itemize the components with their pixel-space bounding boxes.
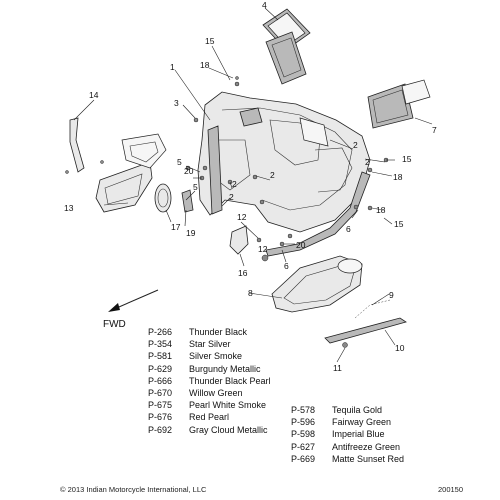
callout-13: 13 [64,203,74,213]
part-speaker-cover-right [367,79,431,129]
leader-lines [73,7,433,363]
part-lower-trim [229,225,249,255]
color-code: P-675 [148,400,173,411]
color-row: P-578 Tequila Gold [291,404,404,416]
color-name: Willow Green [189,388,243,399]
forward-direction-arrow: FWD [103,289,159,330]
callout-15c: 15 [394,219,404,229]
callout-19: 19 [186,228,196,238]
callout-18: 18 [200,60,210,70]
color-name: Thunder Black [189,327,248,337]
color-name: Burgundy Metallic [189,363,261,374]
callout-16: 16 [238,268,248,278]
callout-5b: 5 [193,182,198,192]
color-name: Matte Sunset Red [332,453,405,464]
color-name: Tequila Gold [332,405,383,415]
callout-1: 1 [170,62,175,72]
callout-18b: 18 [393,172,403,182]
color-code-table-left: P-266 Thunder Black P-354 Star Silver P-58… [148,326,271,436]
color-name: Thunder Black Pearl [189,375,271,386]
color-row: P-629 Burgundy Metallic [148,363,271,375]
fwd-label: FWD [103,319,126,330]
color-code: P-596 [291,417,316,428]
part-lower-glovebox [271,255,363,313]
color-code: P-627 [291,441,316,452]
callout-15b: 15 [402,154,412,164]
color-name: Star Silver [189,339,231,350]
color-code: P-629 [148,363,173,374]
part-left-speaker [154,183,194,213]
part-left-lower-panel [95,133,167,213]
callout-4: 4 [262,0,267,10]
part-lock-cable [354,299,391,319]
color-code: P-598 [291,429,316,440]
callout-9: 10 [395,343,405,353]
callout-7: 7 [432,125,437,135]
callout-10: 11 [333,363,342,373]
callout-14: 14 [89,90,99,100]
color-row: P-676 Red Pearl [148,411,271,423]
color-row: P-598 Imperial Blue [291,428,404,440]
callout-8: 9 [389,290,394,300]
callout-5c: 6 [284,261,289,271]
color-row: P-675 Pearl White Smoke [148,399,271,411]
color-row: P-581 Silver Smoke [148,350,271,362]
color-name: Antifreeze Green [332,441,401,452]
color-name: Gray Cloud Metallic [189,424,268,435]
part-inner-fairing [197,91,371,233]
part-lock-rod [324,317,407,344]
color-code: P-692 [148,424,173,435]
callout-6: 6 [346,224,351,234]
callout-17: 17 [171,222,181,232]
callout-5: 5 [177,157,182,167]
callout-11: 8 [248,288,253,298]
color-code: P-676 [148,412,173,423]
color-name: Fairway Green [332,417,392,428]
part-trim-strip [265,171,371,257]
callout-18c: 18 [376,205,386,215]
callout-labels: 4 15 1 18 3 14 7 2 2 15 18 5 20 2 2 2 13… [64,0,437,373]
callout-20b: 20 [296,240,306,250]
color-row: P-669 Matte Sunset Red [291,453,404,465]
color-name: Red Pearl [189,412,230,423]
callout-2: 2 [353,140,358,150]
color-code: P-354 [148,339,173,350]
callout-15: 15 [205,36,215,46]
copyright-notice: © 2013 Indian Motorcycle International, … [60,485,207,494]
callout-2d: 2 [232,179,237,189]
figure-number: 200150 [438,485,464,494]
color-code: P-669 [291,453,316,464]
callout-12b: 12 [258,244,268,254]
color-code: P-581 [148,351,173,362]
color-name: Imperial Blue [332,429,385,440]
color-name: Silver Smoke [189,351,243,362]
callout-3: 3 [174,98,179,108]
color-row: P-596 Fairway Green [291,416,404,428]
color-row: P-266 Thunder Black [148,326,271,338]
callout-2b: 2 [365,157,370,167]
color-row: P-670 Willow Green [148,387,271,399]
color-row: P-692 Gray Cloud Metallic [148,424,271,436]
color-code: P-266 [148,327,173,337]
color-code-table-right: P-578 Tequila Gold P-596 Fairway Green P-5… [291,404,404,465]
color-row: P-666 Thunder Black Pearl [148,375,271,387]
color-code: P-578 [291,405,316,415]
color-name: Pearl White Smoke [189,400,267,411]
callout-2c: 2 [270,170,275,180]
callout-12: 12 [237,212,247,222]
callout-20: 20 [184,166,194,176]
color-row: P-627 Antifreeze Green [291,441,404,453]
part-speaker-cover-upper [262,8,311,85]
color-row: P-354 Star Silver [148,338,271,350]
color-code: P-670 [148,388,173,399]
color-code: P-666 [148,375,173,386]
callout-2e: 2 [229,192,234,202]
part-left-bracket [69,117,85,173]
